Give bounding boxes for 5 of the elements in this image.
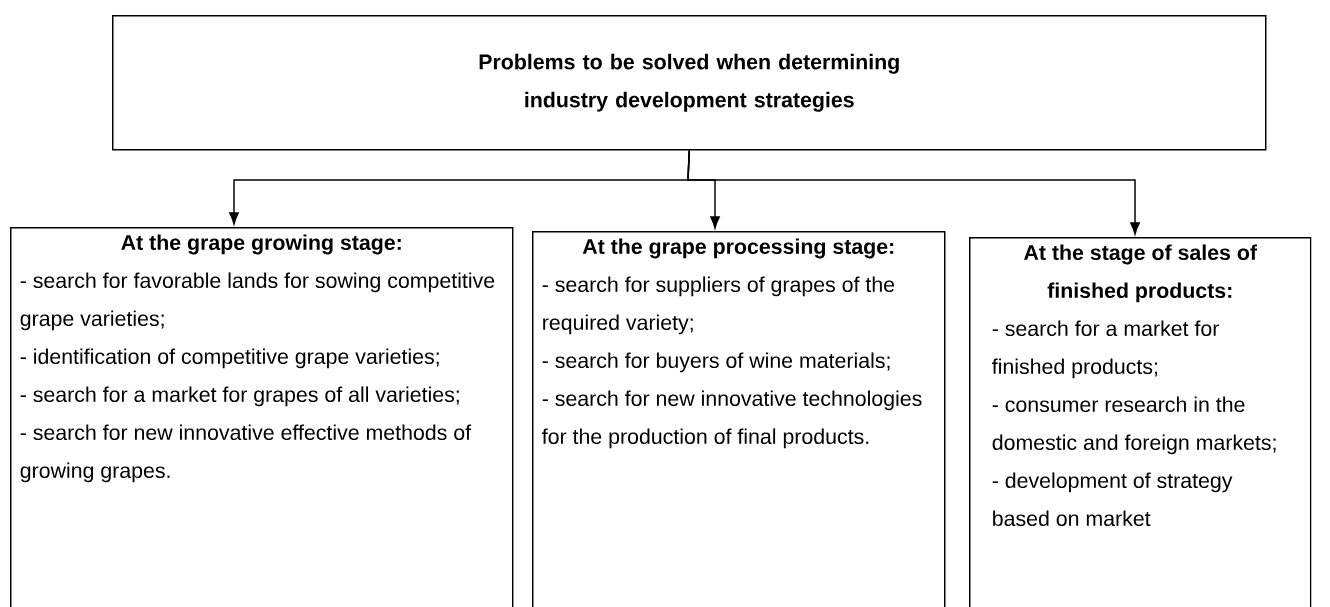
stage-box: At the stage of sales of finished products: - search for a market for finished products; - consumer research in the domestic and foreign markets; - development of strategy based on market [969,237,1312,607]
stage-box: At the grape growing stage: - search for favorable lands for sowing competitive grape varieties; - identification of competitive grape varieties; - search for a market for grapes of all varieties; - search for new innovative effective methods of growing grapes. [10,227,514,607]
stage-box: At the grape processing stage: - search for suppliers of grapes of the required variety; - search for buyers of wine materials; - search for new innovative technologies for the production of final products. [532,231,946,607]
arrow [687,149,1140,235]
heading-box: Problems to be solved when determining industry development strategies [112,15,1267,151]
